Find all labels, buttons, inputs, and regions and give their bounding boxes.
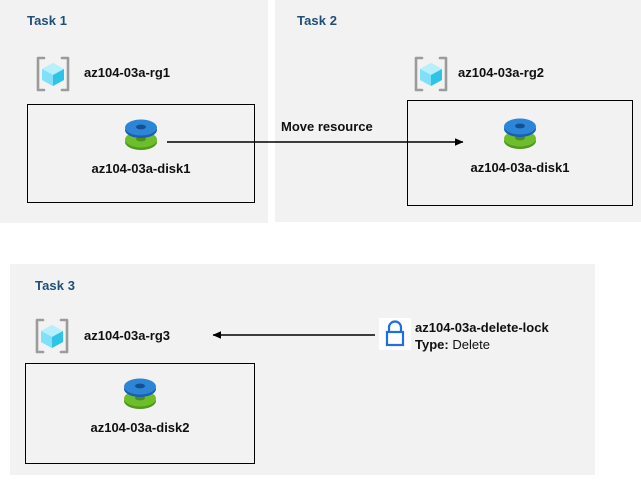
- resource-group-icon: [411, 55, 451, 93]
- task-1-resource-group-label: az104-03a-rg1: [84, 65, 170, 80]
- move-resource-arrow: [167, 138, 464, 146]
- task-1-disk-label: az104-03a-disk1: [91, 161, 191, 176]
- task-1-inner-box: [27, 104, 255, 203]
- delete-lock-name: az104-03a-delete-lock: [415, 320, 549, 335]
- resource-group-icon: [33, 55, 73, 93]
- resource-group-icon: [32, 317, 72, 355]
- task-2-resource-group-label: az104-03a-rg2: [458, 65, 544, 80]
- task-1-title: Task 1: [27, 13, 68, 28]
- lock-icon: [379, 318, 411, 350]
- task-2-title: Task 2: [297, 13, 338, 28]
- disk-icon: [119, 116, 163, 158]
- delete-lock-arrow: [212, 331, 375, 339]
- task-3-panel: [10, 264, 595, 475]
- move-resource-label: Move resource: [281, 119, 373, 134]
- disk-icon: [118, 375, 162, 417]
- task-3-disk-label: az104-03a-disk2: [90, 420, 190, 435]
- delete-lock-type: Type: Delete: [415, 337, 490, 352]
- task-3-resource-group-label: az104-03a-rg3: [84, 328, 170, 343]
- disk-icon: [498, 115, 542, 157]
- delete-lock-type-label: Type:: [415, 337, 449, 352]
- task-3-inner-box: [25, 363, 255, 464]
- task-2-inner-box: [407, 100, 633, 206]
- task-3-title: Task 3: [35, 278, 76, 293]
- delete-lock-type-value: Delete: [452, 337, 490, 352]
- task-2-panel: [275, 0, 641, 222]
- task-1-panel: [0, 0, 268, 223]
- task-2-disk-label: az104-03a-disk1: [470, 160, 570, 175]
